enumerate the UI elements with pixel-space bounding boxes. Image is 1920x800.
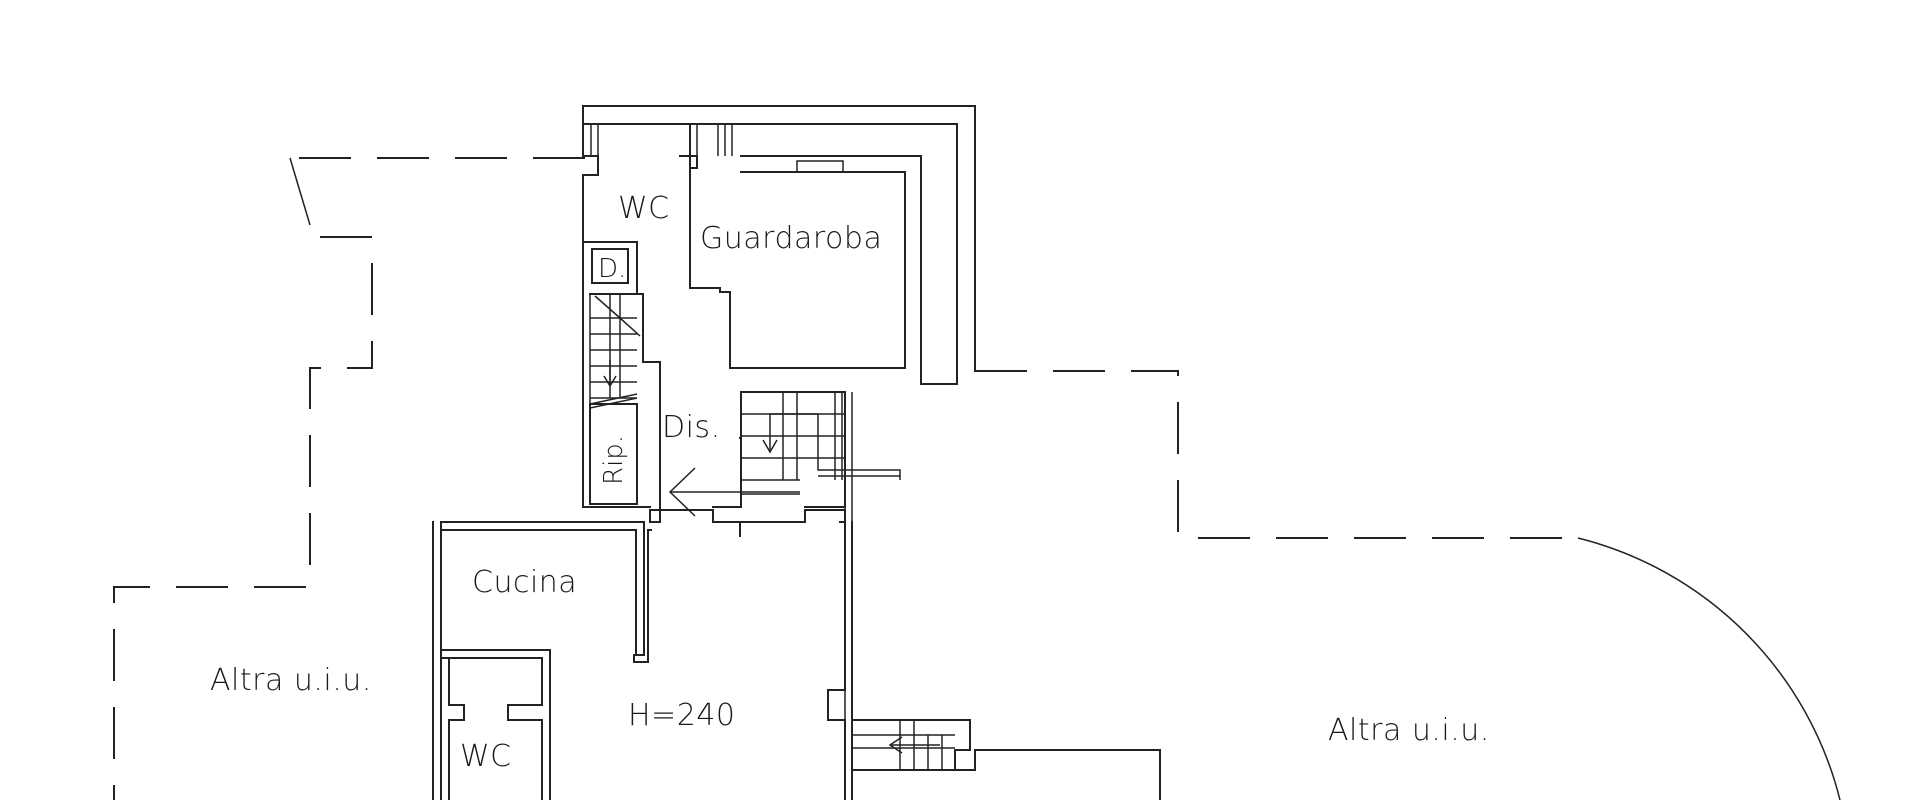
boundary-left	[113, 157, 585, 800]
label-guardaroba: Guardaroba	[700, 221, 882, 256]
stair-right	[739, 391, 901, 800]
label-other-unit-left: Altra u.i.u.	[210, 663, 372, 698]
main-area-walls	[432, 509, 853, 800]
ripostiglio-walls	[589, 403, 638, 505]
stair-left	[589, 294, 641, 409]
label-disimpegno: Dis.	[662, 410, 721, 445]
label-ripostiglio: Rip.	[599, 435, 629, 485]
entrance-arrow	[668, 467, 800, 517]
label-wc-upper: WC	[618, 191, 670, 226]
label-other-unit-right: Altra u.i.u.	[1328, 713, 1490, 748]
stair-bottom-right	[851, 719, 1161, 800]
label-doccia: D.	[598, 254, 626, 284]
upper-block-walls	[582, 105, 976, 385]
label-height: H=240	[628, 698, 735, 733]
label-wc-lower: WC	[460, 739, 512, 774]
boundary-right	[975, 370, 1841, 800]
label-cucina: Cucina	[472, 565, 577, 600]
